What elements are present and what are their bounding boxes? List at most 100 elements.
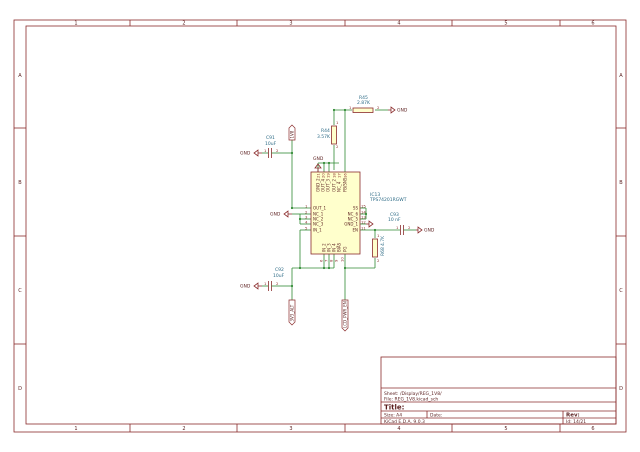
ic-pin-name-nc5: NC_5: [348, 216, 359, 221]
file-name: File: REG_1V8.kicad_sch: [384, 397, 438, 403]
c92-ref: C92: [275, 267, 284, 273]
zone-col-5-bottom: 5: [504, 426, 507, 432]
r68-pin1: 1: [377, 233, 380, 238]
zone-row-a-right: A: [619, 73, 623, 79]
ic-pin-name-in1: IN_1: [313, 227, 322, 232]
zone-col-2-bottom: 2: [182, 426, 185, 432]
zone-row-b-left: B: [18, 180, 22, 186]
ic-pin-num-21: 21: [316, 173, 321, 178]
hier-label-1v8[interactable]: 1V8: [288, 124, 296, 141]
gnd-symbol-c91: GND: [240, 149, 262, 157]
zone-col-4-bottom: 4: [397, 426, 400, 432]
hier-label-3v3-text: 3V3_ALT: [290, 304, 295, 321]
c91-ref: C91: [266, 135, 275, 141]
ic-pin-name-gnd2: GND_2: [316, 178, 321, 192]
ic-pin-num-4: 4: [305, 219, 308, 224]
ic-pin-name-nc1: NC_1: [313, 211, 324, 216]
ic-pin-num-8: 8: [329, 259, 334, 262]
ic13-body: [310, 171, 361, 255]
ic-pin-num-5: 5: [305, 225, 308, 230]
r45-resistor[interactable]: R45 2.87K 1 2: [349, 95, 380, 113]
r68-value: 4.7K: [380, 235, 386, 246]
zone-row-d-left: D: [18, 386, 22, 392]
c93-pin2: 2: [408, 225, 411, 230]
r68-body: [372, 238, 378, 258]
r68-resistor[interactable]: R68 4.7K 1 2: [372, 233, 387, 263]
hier-label-lcd-pwr-en-text: LCD_PWR_EN: [343, 301, 348, 328]
gnd-symbol-r45: GND: [388, 106, 408, 114]
ic13-value: TPS74201RGWT: [369, 197, 407, 203]
ic-pin-num-18: 18: [332, 173, 337, 178]
c91-pin1: 1: [264, 148, 267, 153]
sheet-id: Id: 14/21: [566, 419, 586, 425]
junctions: [290, 108, 377, 288]
hier-label-3v3[interactable]: 3V3_ALT: [288, 299, 296, 326]
ic-pin-name-in4: IN_4: [332, 243, 337, 252]
ic-pin-name-nc2: NC_2: [313, 216, 324, 221]
ic-pin-name-nc4: NC_4: [337, 181, 342, 192]
zone-col-1-top: 1: [74, 21, 77, 27]
ic-pin-name-out3: OUT_3: [326, 178, 331, 192]
zone-col-5-top: 5: [504, 21, 507, 27]
ic13-symbol[interactable]: IC13 TPS74201RGWT OUT_1 NC_1 NC_2 NC_3 I…: [305, 171, 407, 262]
ic-pin-name-nc6: NC_6: [348, 211, 359, 216]
title-label: Title:: [384, 404, 405, 412]
c92-capacitor[interactable]: C92 10uF 1 2: [262, 267, 285, 291]
ic-pin-name-out4: OUT_4: [321, 178, 326, 192]
gnd-symbol-c92: GND: [240, 282, 262, 290]
r44-pin1: 1: [336, 120, 339, 125]
r44-ref: R44: [321, 128, 330, 134]
c93-ref: C93: [390, 212, 399, 218]
sheet-path: Sheet: /Display/REG_1V8/: [384, 391, 442, 397]
c91-pin2: 2: [276, 148, 279, 153]
drawing-frame: [13, 19, 627, 433]
ic-pin-name-in3: IN_3: [327, 243, 332, 252]
gnd-label-nc-pins: GND: [270, 212, 281, 218]
zone-col-3-bottom: 3: [289, 426, 292, 432]
gnd-symbol-nc-pins: GND: [270, 210, 292, 218]
zone-row-d-right: D: [619, 386, 623, 392]
ic-pin-name-ss: SS: [353, 205, 359, 210]
ic-pin-num-12: 12: [361, 219, 366, 224]
r45-body: [352, 107, 374, 113]
zone-col-6-top: 6: [591, 21, 594, 27]
ic-pin-num-14: 14: [361, 209, 366, 214]
zone-col-4-top: 4: [397, 21, 400, 27]
r44-value: 3.57K: [317, 134, 331, 140]
r45-value: 2.87K: [357, 100, 371, 106]
c92-value: 10uF: [273, 273, 285, 279]
ic-pin-name-fbsns: FB/SNS: [343, 177, 348, 192]
r44-body: [331, 125, 337, 145]
r44-resistor[interactable]: R44 3.57K 1 2: [317, 120, 339, 149]
c93-capacitor[interactable]: C93 10 nF 1 2: [388, 212, 416, 235]
ic-pin-num-20: 20: [321, 173, 326, 178]
ic-pin-num-2: 2: [305, 209, 308, 214]
r68-ref: R68: [380, 247, 386, 256]
rev-field: Rev:: [566, 413, 580, 419]
hier-label-1v8-text: 1V8: [290, 130, 295, 138]
hier-label-lcd-pwr-en[interactable]: LCD_PWR_EN: [341, 299, 349, 332]
ic-pin-num-15: 15: [361, 203, 366, 208]
gnd-label-c92: GND: [240, 284, 251, 290]
r45-pin1: 1: [349, 105, 352, 110]
ic-pin-num-6: 6: [319, 259, 324, 262]
ic-pin-num-1: 1: [305, 203, 308, 208]
zone-row-b-right: B: [619, 180, 623, 186]
ic-pin-num-10: 10: [340, 257, 345, 262]
r68-pin2: 2: [377, 258, 380, 263]
c92-pin1: 1: [264, 281, 267, 286]
size-field: Size: A4: [384, 413, 402, 419]
gnd-label-ic-top: GND: [313, 156, 324, 162]
ic-pin-num-13: 13: [361, 214, 366, 219]
ic13-ref: IC13: [370, 192, 380, 198]
c92-pin2: 2: [276, 281, 279, 286]
ic-pin-num-16: 16: [343, 173, 348, 178]
date-field: Date:: [430, 413, 442, 419]
ic-pin-name-bias: BIAS: [337, 242, 342, 252]
zone-col-1-bottom: 1: [74, 426, 77, 432]
ic-pin-name-out2: OUT_2: [332, 178, 337, 192]
gnd-symbol-ic-top: GND: [313, 156, 324, 172]
c91-capacitor[interactable]: C91 10uF 1 2: [262, 135, 279, 158]
gnd-symbol-gnd1: [366, 220, 374, 228]
ic-pin-num-17: 17: [337, 173, 342, 178]
